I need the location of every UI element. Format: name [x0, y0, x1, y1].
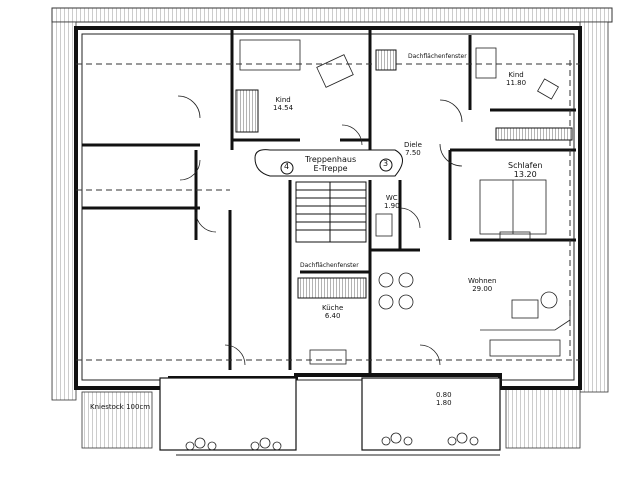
- scale-note: Kniestock 100cm: [90, 403, 151, 411]
- room-wohnen-area: 29.00: [472, 284, 493, 293]
- balconies: [159, 377, 501, 451]
- room-kind-right-name: Kind: [508, 71, 524, 79]
- outer-walls: [74, 26, 582, 390]
- room-kind-right-area: 11.80: [506, 78, 527, 87]
- shaft-top: [375, 49, 397, 71]
- room-wohnen-name: Wohnen: [468, 277, 497, 285]
- door-swings: [177, 95, 463, 366]
- roof-edge-bottom-right: [505, 387, 581, 449]
- room-treppenhaus-sub: E-Treppe: [313, 163, 348, 173]
- roof-edge-left: [51, 21, 77, 401]
- room-diele-area: 7.50: [405, 148, 421, 157]
- staircase: [295, 181, 367, 243]
- room-schlafen-label: Schlafen 13.20: [508, 161, 543, 180]
- roof-edge-bottom-left: [81, 391, 153, 449]
- room-diele-name: Diele: [404, 141, 422, 149]
- balcony-area-label: 0.80 1.80: [436, 391, 452, 407]
- room-schlafen-area: 13.20: [513, 169, 537, 179]
- interior-walls: [82, 30, 576, 375]
- shaft-left: [235, 89, 259, 133]
- room-kind-left-area: 14.54: [273, 103, 294, 112]
- mid-window-note: Dachflächenfenster: [300, 262, 359, 269]
- top-window-note: Dachflächenfenster: [408, 53, 467, 60]
- room-kind-left-label: Kind 14.54: [273, 96, 294, 112]
- shaft-right: [495, 127, 573, 141]
- furniture: [239, 39, 571, 365]
- roof-edge-top: [51, 7, 613, 23]
- room-diele-label: Diele 7.50: [404, 141, 422, 157]
- marker-left-circle: [280, 161, 294, 175]
- room-wc-name: WC: [385, 194, 398, 202]
- room-schlafen-name: Schlafen: [508, 161, 543, 170]
- room-treppenhaus-name: Treppenhaus: [305, 155, 357, 164]
- room-kueche-area: 6.40: [324, 311, 341, 320]
- balcony-area: 0.80: [436, 391, 452, 399]
- kitchen-counter: [297, 277, 367, 299]
- room-treppenhaus-label: Treppenhaus E-Treppe: [305, 155, 357, 174]
- marker-right: 3: [383, 159, 389, 168]
- marker-right-circle: [379, 158, 393, 172]
- room-kueche-name: Küche: [322, 304, 344, 312]
- room-wc-area: 1.90: [384, 201, 400, 210]
- balcony-area2: 1.80: [436, 398, 452, 407]
- plants: [185, 432, 479, 451]
- room-kueche-label: Küche 6.40: [322, 304, 344, 320]
- marker-left: 4: [284, 162, 290, 171]
- room-kind-right-label: Kind 11.80: [506, 71, 527, 87]
- room-wohnen-label: Wohnen 29.00: [468, 277, 497, 293]
- room-kind-left-name: Kind: [275, 96, 291, 104]
- room-wc-label: WC 1.90: [384, 194, 400, 210]
- roof-edge-right: [579, 21, 609, 393]
